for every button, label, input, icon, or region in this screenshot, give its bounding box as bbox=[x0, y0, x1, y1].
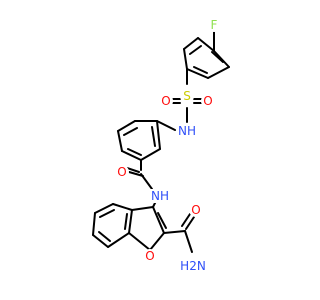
bond bbox=[193, 66, 208, 74]
bond bbox=[107, 232, 130, 248]
bonds bbox=[92, 31, 230, 253]
atom-label-background bbox=[189, 203, 203, 217]
amide-nh-label: NH bbox=[151, 189, 169, 203]
sulfonamide-nh-label: NH bbox=[178, 124, 196, 138]
bond bbox=[98, 231, 111, 242]
atom-label-background bbox=[143, 249, 157, 263]
bond bbox=[151, 126, 156, 147]
bond bbox=[140, 148, 161, 161]
bond bbox=[123, 127, 138, 136]
bond bbox=[157, 212, 167, 229]
bond bbox=[131, 206, 154, 211]
bond bbox=[186, 68, 209, 79]
bond bbox=[184, 230, 193, 253]
atom-label-background bbox=[180, 89, 194, 103]
bond bbox=[211, 51, 224, 63]
bond bbox=[156, 120, 176, 131]
atom-label-background bbox=[176, 124, 198, 138]
sulfur-label: S bbox=[183, 89, 191, 103]
bond bbox=[128, 209, 133, 234]
chemical-structure: F O S O NH O NH O O H2N bbox=[92, 18, 230, 273]
carboxamide-nh2-label: H2N bbox=[180, 259, 206, 273]
carboxamide-oxygen-label: O bbox=[191, 203, 200, 217]
sulfonyl-oxygen-left-label: O bbox=[161, 94, 170, 108]
bond bbox=[183, 37, 199, 50]
fluorine-label: F bbox=[211, 18, 218, 32]
bond bbox=[181, 213, 191, 227]
atom-labels: F O S O NH O NH O O H2N bbox=[115, 18, 221, 273]
bond bbox=[185, 216, 195, 230]
bond bbox=[92, 212, 96, 236]
bond bbox=[152, 206, 165, 234]
atom-label-background bbox=[159, 94, 173, 108]
atom-label-background bbox=[149, 189, 171, 203]
bond bbox=[189, 45, 202, 55]
bond bbox=[112, 203, 133, 211]
bond bbox=[128, 232, 151, 251]
atom-label-background bbox=[207, 18, 221, 32]
bond bbox=[197, 37, 215, 52]
bond bbox=[149, 232, 165, 251]
bond bbox=[140, 173, 153, 190]
bond bbox=[128, 171, 144, 177]
bond bbox=[92, 234, 109, 248]
bond bbox=[94, 203, 114, 214]
bond bbox=[124, 213, 128, 230]
bond bbox=[156, 120, 161, 150]
amide-oxygen-label: O bbox=[117, 165, 126, 179]
bond bbox=[213, 50, 230, 68]
sulfonyl-oxygen-right-label: O bbox=[203, 94, 212, 108]
bond bbox=[117, 120, 136, 132]
bond bbox=[163, 230, 186, 234]
bond bbox=[183, 48, 188, 70]
bond bbox=[121, 150, 142, 161]
furan-oxygen-label: O bbox=[145, 249, 154, 263]
bond bbox=[117, 130, 123, 152]
atom-label-background bbox=[115, 165, 129, 179]
bond bbox=[99, 209, 115, 218]
atom-label-background bbox=[201, 94, 215, 108]
atom-label-background bbox=[180, 259, 206, 273]
bond bbox=[126, 167, 140, 173]
bond bbox=[207, 66, 230, 79]
bond bbox=[127, 148, 142, 156]
